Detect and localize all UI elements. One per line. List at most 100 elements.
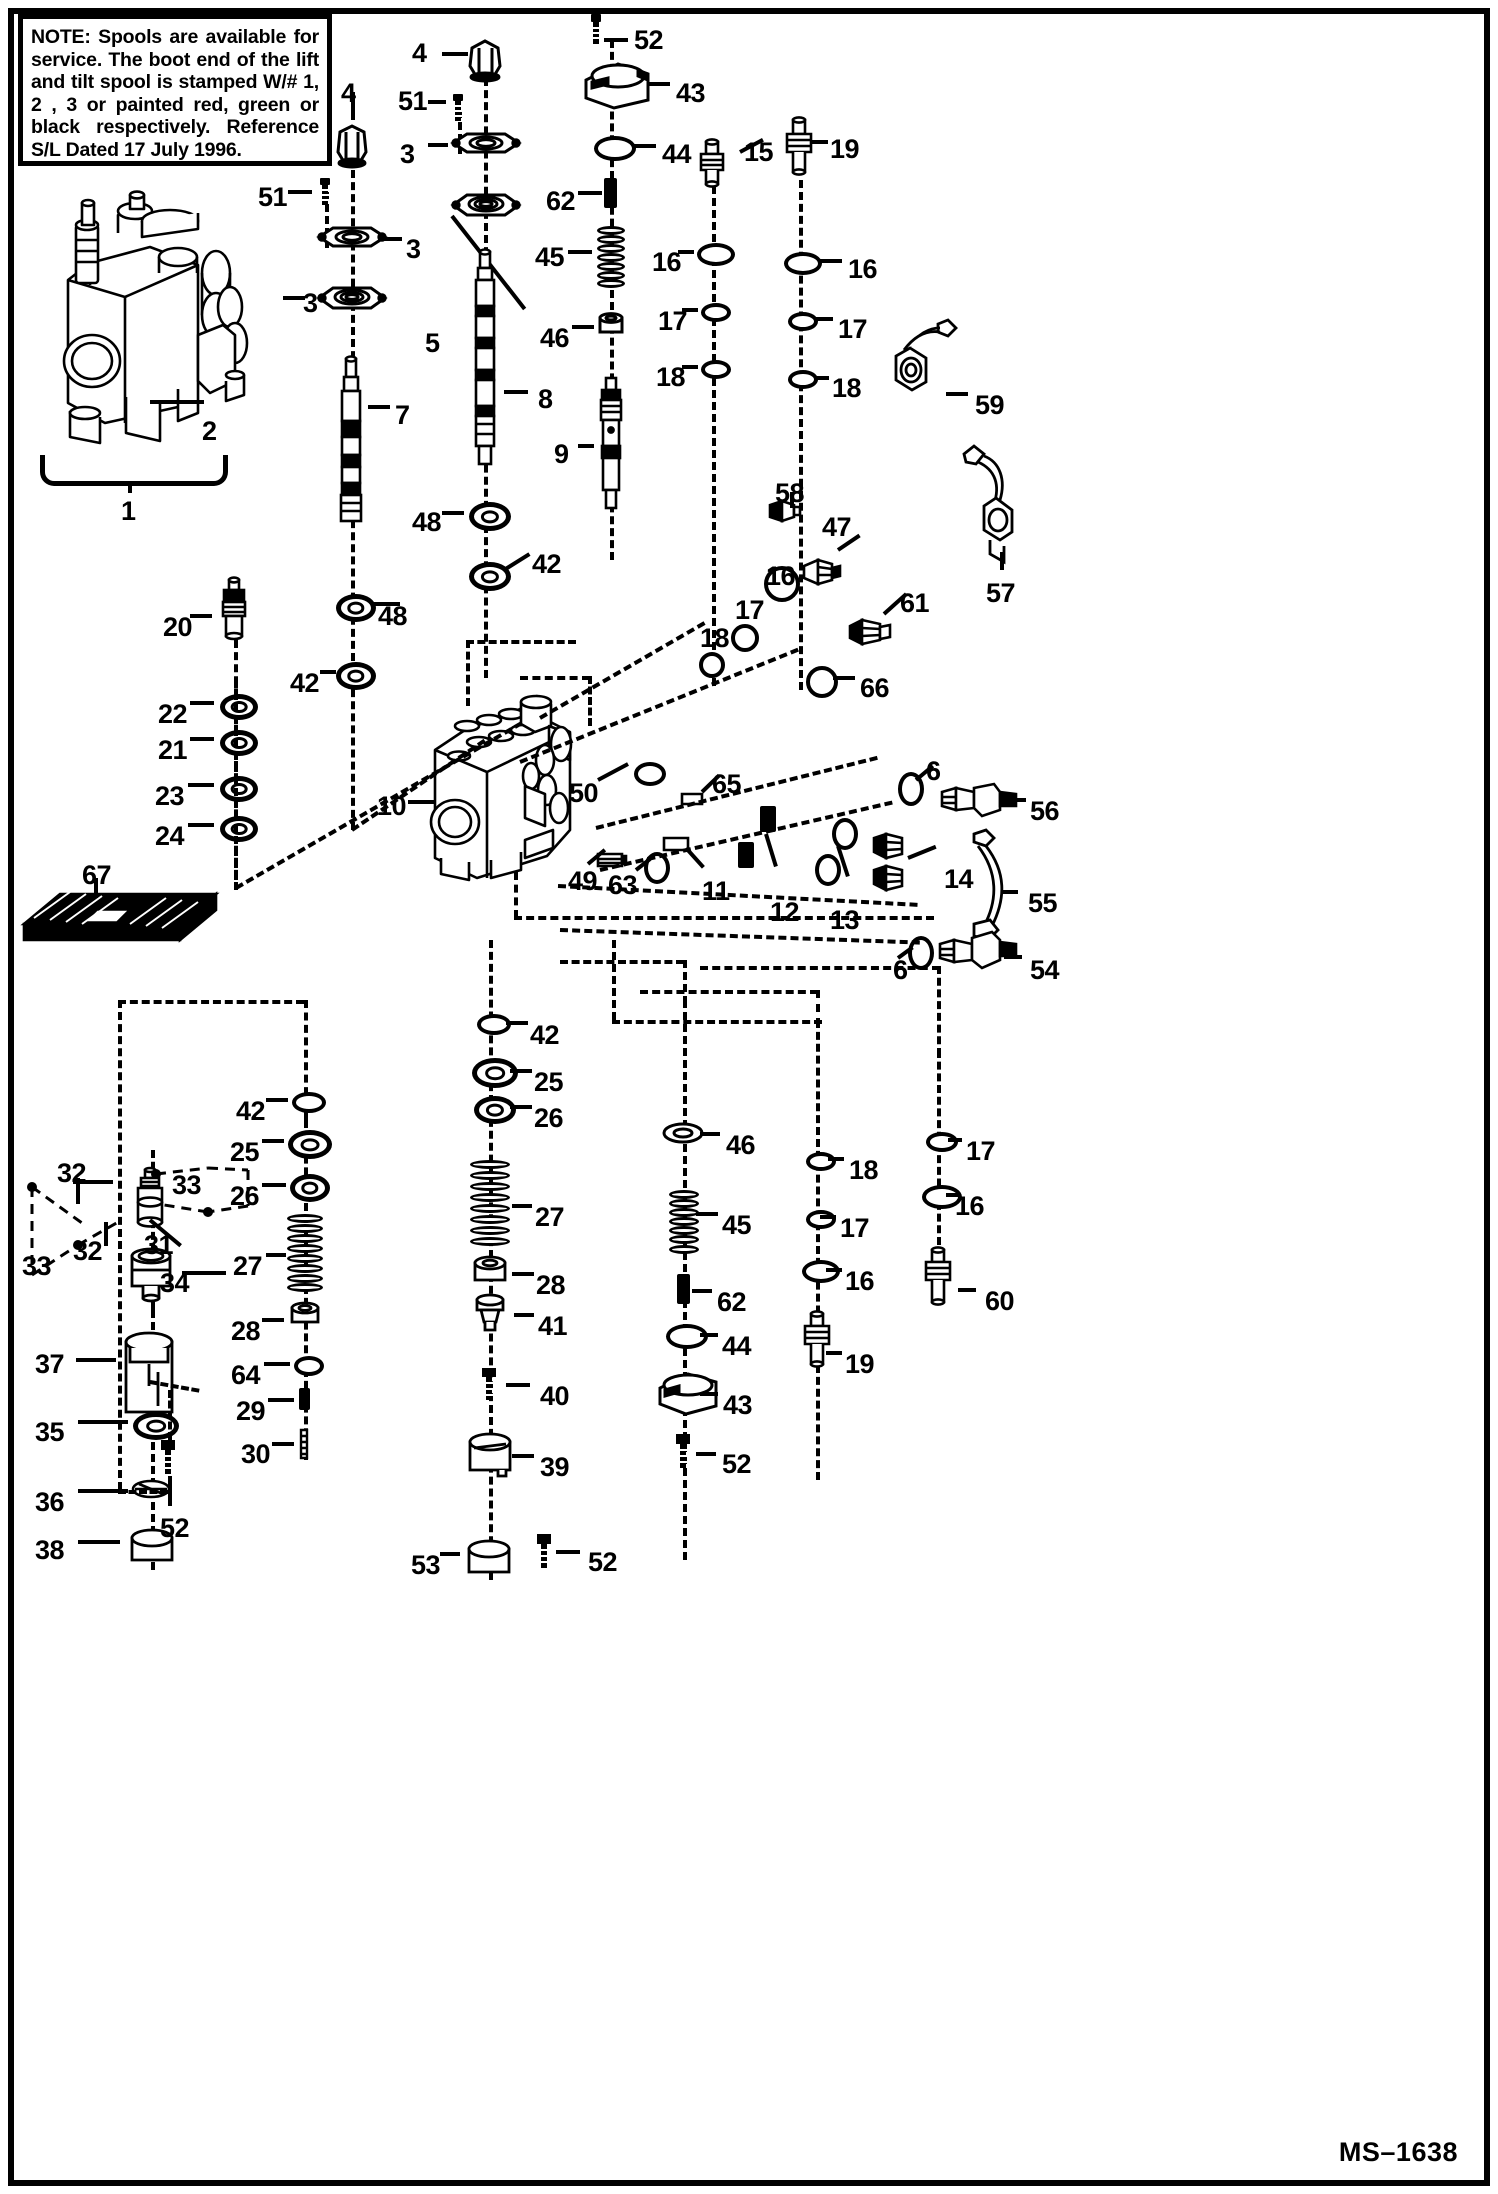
callout-16: 16 <box>766 561 796 591</box>
callout-49: 49 <box>568 866 598 896</box>
leader-27-b <box>266 1253 286 1257</box>
dash-route-9 <box>514 916 934 920</box>
callout-41: 41 <box>538 1311 568 1341</box>
callout-48: 48 <box>412 507 442 537</box>
callout-64: 64 <box>231 1360 261 1390</box>
part-4-knob-left <box>332 122 372 169</box>
part-3-plate-b <box>313 281 391 313</box>
part-6-oring-a <box>898 772 924 806</box>
leader-42-d <box>266 1098 288 1102</box>
callout-19: 19 <box>830 134 860 164</box>
leader-52-bottom <box>556 1550 580 1554</box>
callout-18: 18 <box>656 362 686 392</box>
leader-26-b <box>262 1183 286 1187</box>
part-48-washer-b <box>336 594 376 622</box>
leader-58 <box>790 492 794 508</box>
callout-29: 29 <box>236 1396 266 1426</box>
leader-22 <box>190 701 214 705</box>
dash-route-22 <box>816 990 820 1026</box>
leader-28-b <box>262 1318 284 1322</box>
leader-46-b <box>700 1132 720 1136</box>
part-53-cap <box>463 1538 517 1580</box>
leader-45-top <box>568 250 592 254</box>
callout-5: 5 <box>425 328 440 358</box>
leader-17-a <box>682 308 698 312</box>
part-20-cartridge <box>216 576 252 641</box>
callout-16: 16 <box>652 247 682 277</box>
bracket-item-1 <box>40 455 228 486</box>
callout-42: 42 <box>236 1096 266 1126</box>
part-17-oring-d <box>926 1132 958 1152</box>
leader-18-b <box>815 376 829 380</box>
part-43-cap-b <box>652 1368 722 1418</box>
centerline-col-c <box>610 40 614 560</box>
callout-17: 17 <box>966 1136 996 1166</box>
part-52-bolt-left <box>158 1440 178 1476</box>
leader-42-c <box>506 1021 528 1025</box>
callout-51: 51 <box>398 86 428 116</box>
callout-38: 38 <box>35 1535 65 1565</box>
leader-57 <box>1000 552 1004 570</box>
leader-54 <box>1004 955 1022 959</box>
centerline-col-j <box>816 1020 820 1480</box>
leader-44-top <box>632 144 656 148</box>
part-23-washer <box>220 776 258 802</box>
part-40-bolt <box>479 1368 499 1402</box>
callout-13: 13 <box>830 905 860 935</box>
callout-17: 17 <box>838 314 868 344</box>
leader-25-a <box>510 1069 532 1073</box>
part-19-fitting-b <box>800 1310 834 1368</box>
callout-32: 32 <box>57 1158 87 1188</box>
callout-27: 27 <box>535 1202 565 1232</box>
dash-route-20 <box>937 966 941 1056</box>
callout-25: 25 <box>230 1137 260 1167</box>
part-46-seat-b <box>662 1120 704 1146</box>
leader-8 <box>504 390 528 394</box>
leader-52-top <box>604 38 628 42</box>
dash-route-23 <box>640 990 818 994</box>
part-43-cap-top <box>578 58 656 112</box>
callout-20: 20 <box>163 612 193 642</box>
callout-7: 7 <box>395 400 410 430</box>
leader-46-top <box>572 325 594 329</box>
part-9-cartridge <box>597 376 625 510</box>
centerline-col-f2 <box>151 1310 155 1570</box>
part-13-oring-b <box>815 854 841 886</box>
part-5-plate <box>447 188 525 220</box>
callout-14: 14 <box>944 864 974 894</box>
callout-26: 26 <box>534 1103 564 1133</box>
callout-3: 3 <box>406 234 421 264</box>
callout-15: 15 <box>744 137 774 167</box>
part-41-poppet <box>471 1293 509 1332</box>
part-12-plug-a <box>760 806 776 832</box>
callout-62: 62 <box>546 186 576 216</box>
dash-route-11 <box>520 676 590 680</box>
part-21-washer <box>220 730 258 756</box>
part-16-oring-c <box>764 566 800 602</box>
callout-62: 62 <box>717 1287 747 1317</box>
callout-35: 35 <box>35 1417 65 1447</box>
part-28-retainer-b <box>288 1300 322 1330</box>
leader-4-left <box>351 92 355 120</box>
part-45-spring-b <box>669 1190 699 1256</box>
centerline-51-a <box>325 192 329 248</box>
leader-60 <box>958 1288 976 1292</box>
callout-3: 3 <box>303 288 318 318</box>
leader-10 <box>408 800 436 804</box>
callout-32: 32 <box>73 1236 103 1266</box>
callout-53: 53 <box>411 1550 441 1580</box>
callout-31: 31 <box>144 1230 174 1260</box>
part-12-plug-b <box>738 842 754 868</box>
callout-48: 48 <box>378 601 408 631</box>
callout-16: 16 <box>848 254 878 284</box>
callout-42: 42 <box>530 1020 560 1050</box>
callout-18: 18 <box>849 1155 879 1185</box>
leader-1 <box>128 481 132 493</box>
callout-60: 60 <box>985 1286 1015 1316</box>
part-38-cap <box>126 1528 178 1568</box>
part-49-spool-plug <box>596 848 628 872</box>
part-54-fitting <box>936 930 1022 974</box>
part-33-bracket-right <box>150 1162 260 1242</box>
callout-55: 55 <box>1028 888 1058 918</box>
leader-9 <box>578 444 594 448</box>
